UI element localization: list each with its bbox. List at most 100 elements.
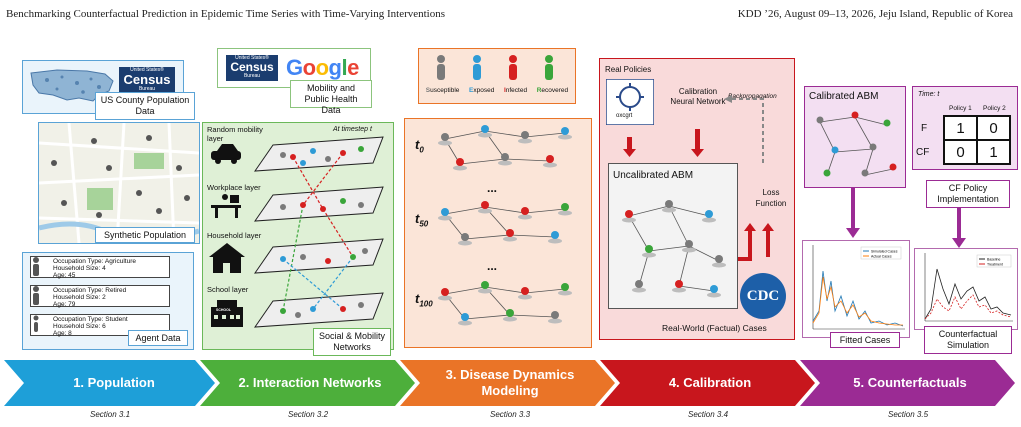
section-ref-calibration: Section 3.4 bbox=[687, 410, 729, 419]
fitted-legend-actual: Actual Cases bbox=[871, 255, 892, 259]
agent-card-2: Occupation Type: Retired Household Size:… bbox=[30, 285, 170, 308]
matrix-cell: 1 bbox=[944, 116, 977, 140]
stage-arrow-disease bbox=[400, 360, 615, 406]
calibration-panel: Real Policies oxcgrt Calibration Neural … bbox=[599, 58, 795, 340]
time-label: Time: t bbox=[918, 91, 940, 98]
multilayer-network-graphic bbox=[209, 136, 384, 328]
layer-household-label: Household layer bbox=[207, 231, 262, 240]
time-t50-label: t50 bbox=[415, 211, 429, 229]
legend-infected: Infected bbox=[503, 87, 528, 94]
agent-occupation: Occupation Type: Agriculture bbox=[53, 258, 136, 265]
us-map-icon bbox=[30, 69, 114, 102]
calibration-nn-label: Calibration Neural Network bbox=[670, 87, 726, 106]
networks-panel: Random mobility layer At timestep t Work… bbox=[202, 122, 394, 350]
stage-arrow-counterfactuals bbox=[800, 360, 1015, 406]
ellipsis-1: ... bbox=[487, 181, 498, 195]
uncalibrated-abm-label: Uncalibrated ABM bbox=[613, 170, 694, 181]
ellipsis-2: ... bbox=[487, 259, 498, 273]
school-sign-text: SCHOOL bbox=[216, 308, 231, 312]
section-ref-disease: Section 3.3 bbox=[489, 410, 531, 419]
calibrated-abm-panel: Calibrated ABM bbox=[804, 86, 906, 188]
calibrated-abm-label: Calibrated ABM bbox=[809, 91, 879, 102]
agent-data-label: Agent Data bbox=[128, 330, 188, 346]
legend-exposed: Exposed bbox=[469, 87, 495, 94]
fitted-cases-plot: Simulated Cases Actual Cases bbox=[812, 245, 905, 330]
time-t0-label: t0 bbox=[415, 137, 424, 155]
seir-person-icons bbox=[437, 55, 553, 80]
stage-label-counterfactuals: 5. Counterfactuals bbox=[853, 375, 967, 390]
us-county-label: US County Population Data bbox=[95, 92, 195, 120]
stage-arrow-calibration bbox=[600, 360, 815, 406]
stage-label-calibration: 4. Calibration bbox=[668, 375, 752, 390]
census-logo: United States® Census Bureau bbox=[226, 55, 278, 81]
uncalibrated-abm-panel: Uncalibrated ABM bbox=[608, 163, 738, 309]
calibrated-network-graphic bbox=[816, 111, 897, 177]
person-icon bbox=[473, 55, 481, 80]
fitted-legend-simulated: Simulated Cases bbox=[871, 250, 898, 254]
seir-legend-panel: Susceptible Exposed Infected Recovered bbox=[418, 48, 576, 104]
fitted-cases-label: Fitted Cases bbox=[830, 332, 900, 348]
us-map-panel: United States® Census Bureau bbox=[22, 60, 184, 114]
google-logo: Google bbox=[286, 55, 359, 80]
matrix-cell: 1 bbox=[977, 140, 1010, 164]
paper-running-title: Benchmarking Counterfactual Prediction i… bbox=[6, 8, 446, 20]
matrix-cell: 0 bbox=[977, 116, 1010, 140]
paper-venue: KDD ’26, August 09–13, 2026, Jeju Island… bbox=[737, 8, 1013, 20]
agent-card-1: Occupation Type: Agriculture Household S… bbox=[30, 256, 170, 279]
legend-susceptible: Susceptible bbox=[425, 87, 460, 94]
down-arrow-calibrated bbox=[846, 188, 860, 238]
policy-matrix-panel: Time: t Policy 1 Policy 2 F CF 1 0 0 1 bbox=[912, 86, 1018, 170]
seir-legend: Susceptible Exposed Infected Recovered bbox=[421, 87, 573, 94]
counterfactual-plot: Baseline Treatment bbox=[924, 253, 1013, 322]
abm-network-graphic bbox=[622, 200, 726, 298]
legend-recovered: Recovered bbox=[536, 87, 569, 94]
time-t100-label: t100 bbox=[415, 291, 433, 309]
policy1-label: Policy 1 bbox=[949, 105, 972, 112]
disease-panel: t0 t50 t100 ... ... bbox=[404, 118, 592, 348]
section-ref-networks: Section 3.2 bbox=[287, 410, 329, 419]
section-ref-population: Section 3.1 bbox=[89, 410, 131, 419]
timestep-label: At timestep t bbox=[333, 126, 372, 133]
temporal-networks-graphic bbox=[438, 125, 572, 326]
agent-household: Household Size: 2 bbox=[53, 294, 106, 301]
cdc-logo: CDC bbox=[740, 273, 786, 319]
workplace-icon bbox=[211, 194, 241, 218]
policy2-label: Policy 2 bbox=[983, 105, 1006, 112]
stage-arrow-networks bbox=[200, 360, 415, 406]
real-policies-label: Real Policies bbox=[605, 65, 652, 74]
cf-legend-baseline: Baseline bbox=[987, 258, 1000, 262]
agent-age: Age: 45 bbox=[53, 272, 76, 279]
section-ref-counterfactuals: Section 3.5 bbox=[887, 410, 929, 419]
school-icon bbox=[211, 300, 243, 327]
city-map-graphic bbox=[39, 123, 199, 243]
layer-workplace-label: Workplace layer bbox=[207, 183, 261, 192]
agent-age: Age: 79 bbox=[53, 301, 76, 308]
person-icon bbox=[545, 55, 553, 80]
calibration-arrows bbox=[623, 95, 774, 261]
synthetic-population-label: Synthetic Population bbox=[95, 227, 195, 243]
agent-occupation: Occupation Type: Student bbox=[53, 316, 128, 323]
stage-arrow-population bbox=[4, 360, 215, 406]
layer-random-label: Random mobility layer bbox=[207, 125, 263, 143]
agent-household: Household Size: 6 bbox=[53, 323, 106, 330]
person-icon bbox=[509, 55, 517, 80]
cf-simulation-label: Counterfactual Simulation bbox=[924, 326, 1012, 354]
backpropagation-label: Backpropagation bbox=[728, 93, 777, 100]
row-cf-label: CF bbox=[916, 147, 930, 158]
synthetic-map bbox=[38, 122, 200, 244]
agent-person-icons bbox=[33, 257, 39, 332]
oxcgrt-logo-icon bbox=[606, 79, 654, 125]
agent-age: Age: 8 bbox=[53, 330, 72, 337]
agent-occupation: Occupation Type: Retired bbox=[53, 287, 127, 294]
mobility-data-label: Mobility and Public Health Data bbox=[290, 80, 372, 115]
pipeline-arrows bbox=[4, 360, 1015, 406]
car-icon bbox=[211, 144, 241, 164]
census-logo: United States® Census Bureau bbox=[119, 67, 175, 95]
fitted-cases-chart: Simulated Cases Actual Cases bbox=[802, 240, 910, 338]
cf-policy-label: CF Policy Implementation bbox=[926, 180, 1010, 208]
matrix-cell: 0 bbox=[944, 140, 977, 164]
row-f-label: F bbox=[921, 123, 928, 134]
cf-legend-treatment: Treatment bbox=[987, 263, 1003, 267]
stage-label-networks: 2. Interaction Networks bbox=[238, 375, 382, 390]
down-arrow-policy bbox=[952, 208, 966, 248]
